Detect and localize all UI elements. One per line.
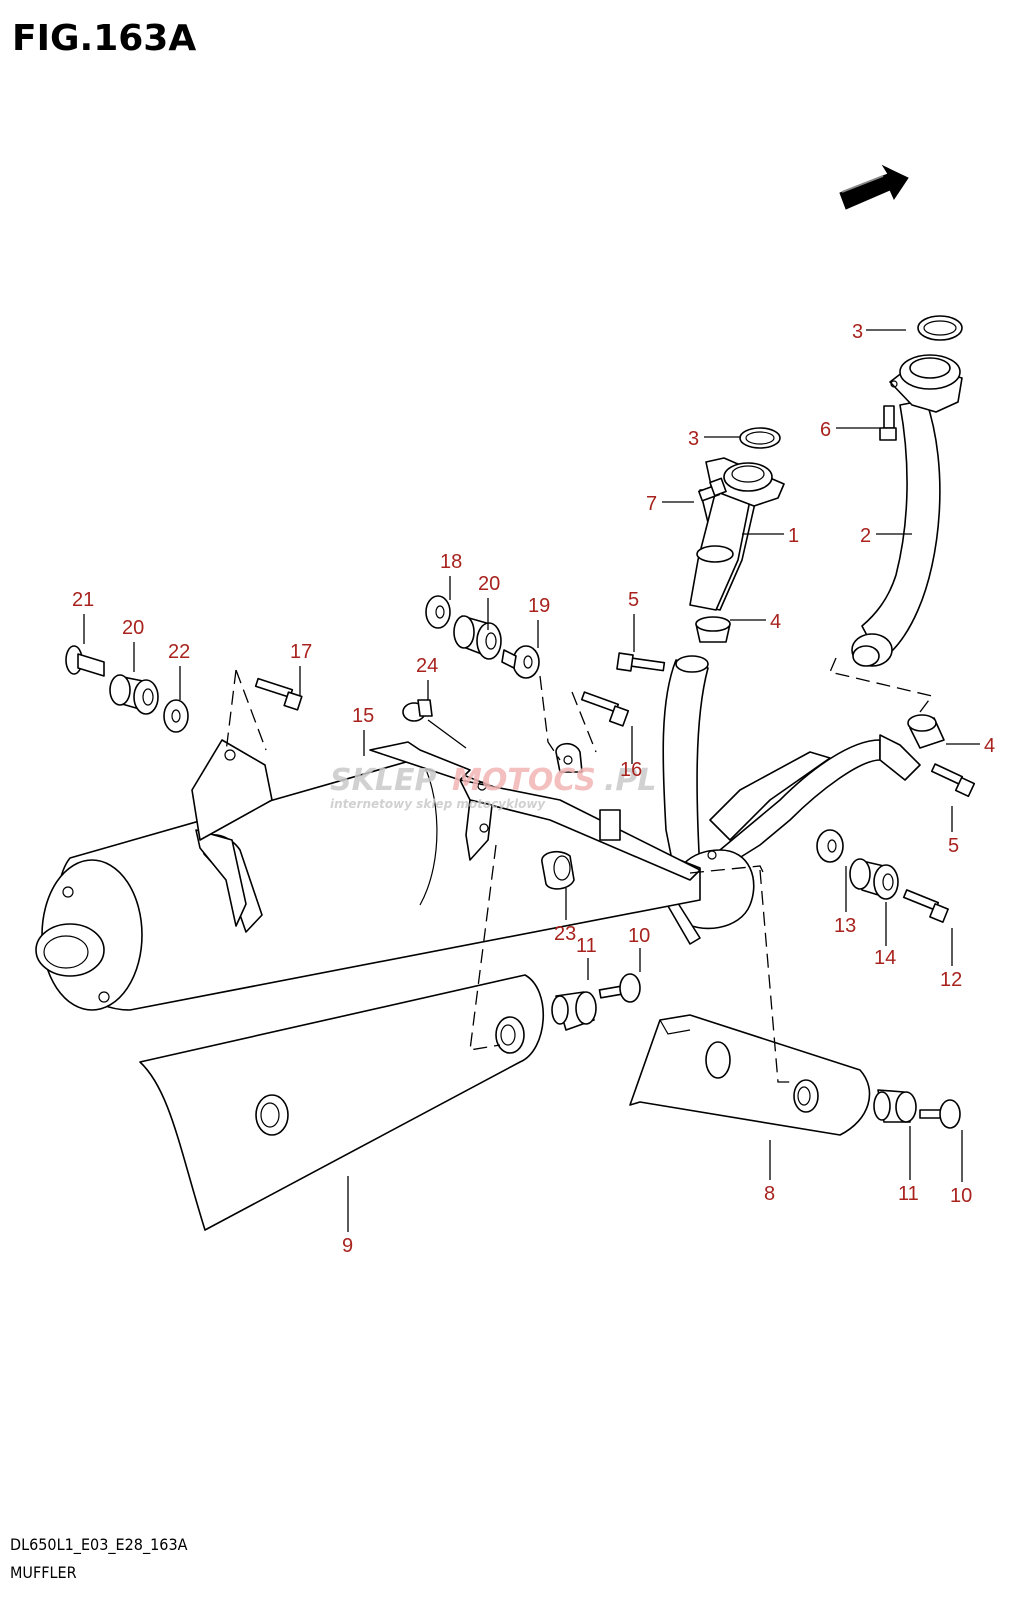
- bolt-24: [402, 699, 433, 722]
- callout-2: 2: [860, 525, 871, 547]
- callout-3-upper: 3: [852, 321, 863, 343]
- callout-8: 8: [764, 1183, 775, 1205]
- bolt-12: [902, 889, 949, 923]
- center-pipe: [662, 655, 921, 945]
- callout-22: 22: [168, 641, 190, 663]
- front-direction-arrow-icon: [839, 164, 909, 210]
- gasket-3-lower: [739, 427, 781, 449]
- callout-21: 21: [72, 589, 94, 611]
- heat-shield-9: [139, 974, 544, 1231]
- connector-4-right: [907, 714, 945, 749]
- watermark-brand-mid: MOTOCS: [452, 763, 596, 798]
- assembly-guide-lines: [225, 657, 934, 1083]
- bolt-10-left: [598, 973, 641, 1003]
- figure-title: FIG.163A: [12, 18, 197, 59]
- washer-22: [163, 699, 189, 733]
- bracket-16-mount: [555, 742, 583, 773]
- bolt-10-right: [919, 1099, 961, 1129]
- washer-18: [425, 595, 451, 629]
- bolt-7: [698, 477, 727, 502]
- callout-9: 9: [342, 1235, 353, 1257]
- watermark-tagline: internetowy sklep motocyklowy: [330, 797, 546, 811]
- exhaust-pipe-1: [689, 457, 785, 611]
- heat-shield-8: [629, 1014, 871, 1136]
- callout-20-center: 20: [478, 573, 500, 595]
- bolt-16: [580, 691, 630, 727]
- bushing-20-center: [453, 615, 502, 660]
- callout-5-upper: 5: [628, 589, 639, 611]
- callout-24: 24: [416, 655, 438, 677]
- grommet-11-left: [551, 991, 597, 1031]
- exhaust-pipe-2: [851, 354, 963, 667]
- bolt-5-lower: [930, 763, 976, 798]
- callout-11-left: 11: [576, 935, 597, 957]
- callout-labels: 3 6 3 7 1 2 18 20 19 5 4 21 20 22 17 24 …: [72, 321, 995, 1257]
- callout-3-lower: 3: [688, 428, 699, 450]
- washer-19: [501, 645, 540, 679]
- callout-1: 1: [788, 525, 799, 547]
- figure-code: DL650L1_E03_E28_163A: [10, 1535, 188, 1554]
- callout-13: 13: [834, 915, 856, 937]
- callout-6: 6: [820, 419, 831, 441]
- leader-lines: [83, 329, 980, 1232]
- callout-7: 7: [646, 493, 657, 515]
- callout-20-left: 20: [122, 617, 144, 639]
- washer-13: [816, 829, 844, 863]
- watermark-brand-right: .PL: [604, 763, 657, 798]
- bushing-23: [541, 850, 575, 890]
- watermark-brand-left: SKLEP: [330, 763, 436, 798]
- callout-4-upper: 4: [770, 611, 781, 633]
- callout-17: 17: [290, 641, 312, 663]
- figure-name: MUFFLER: [10, 1563, 77, 1582]
- callout-23: 23: [554, 923, 576, 945]
- bushing-14: [849, 858, 899, 900]
- callout-14: 14: [874, 947, 896, 969]
- bolt-21: [65, 645, 105, 677]
- watermark: SKLEP MOTOCS .PL internetowy sklep motoc…: [330, 763, 657, 811]
- callout-5-lower: 5: [948, 835, 959, 857]
- grommet-11-right: [873, 1089, 917, 1123]
- connector-4-upper: [695, 616, 731, 643]
- bushing-20-left: [109, 674, 159, 715]
- callout-10-right: 10: [950, 1185, 972, 1207]
- callout-4-right: 4: [984, 735, 995, 757]
- muffler-15: [35, 739, 717, 1011]
- bolt-6: [879, 405, 897, 441]
- callout-19: 19: [528, 595, 550, 617]
- callout-15: 15: [352, 705, 374, 727]
- callout-16: 16: [620, 759, 642, 781]
- callout-12: 12: [940, 969, 962, 991]
- bolt-5-upper: [616, 652, 666, 672]
- callout-11-right: 11: [898, 1183, 919, 1205]
- gasket-3-upper: [917, 315, 963, 341]
- callout-18: 18: [440, 551, 462, 573]
- bolt-17: [254, 677, 303, 711]
- callout-10-left: 10: [628, 925, 650, 947]
